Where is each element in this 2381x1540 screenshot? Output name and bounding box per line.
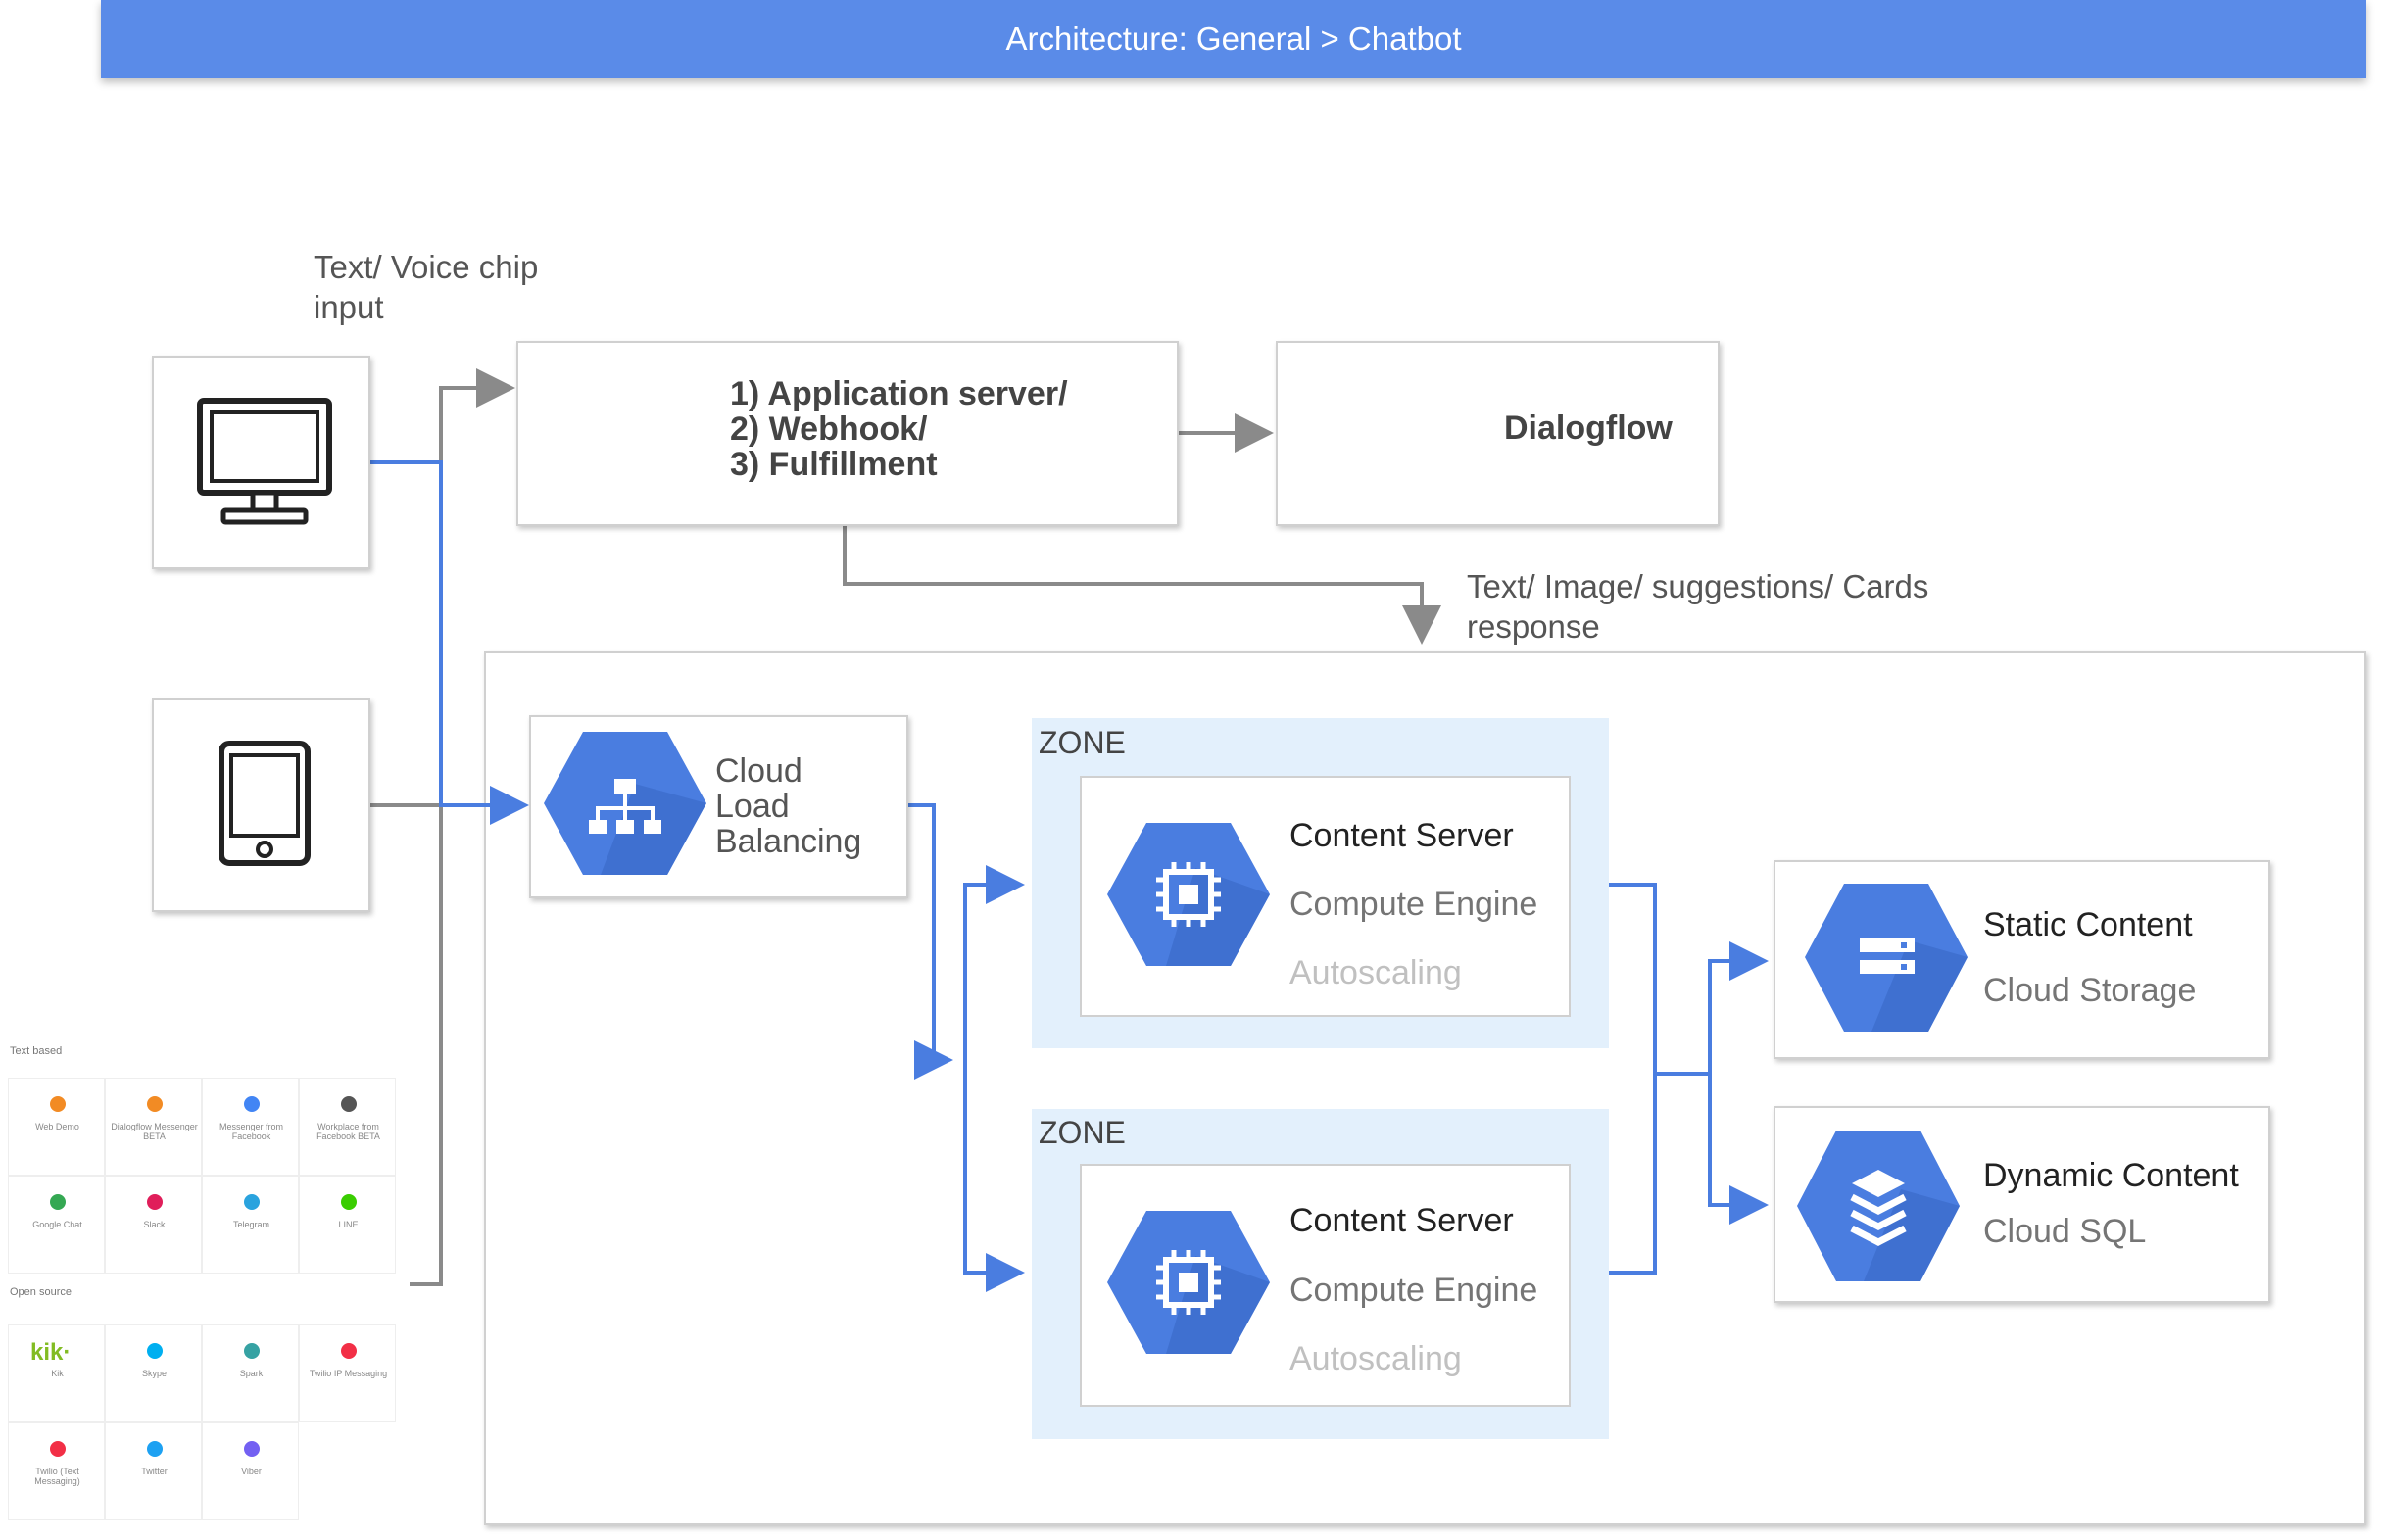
integration-label: Slack	[143, 1220, 166, 1229]
connector-lb-to-junction	[908, 803, 953, 1080]
content-server-1-title: Content Server	[1289, 817, 1514, 854]
integration-icon	[147, 1096, 163, 1112]
input-label-line2: input	[314, 289, 384, 325]
app-server-label: 1) Application server/ 2) Webhook/ 3) Fu…	[730, 376, 1068, 482]
app-server-card	[516, 341, 1179, 526]
dynamic-content-title: Dynamic Content	[1983, 1157, 2239, 1194]
integration-icon	[244, 1096, 260, 1112]
integration-icon	[244, 1441, 260, 1457]
zone-2-label: ZONE	[1039, 1115, 1126, 1150]
integration-tile[interactable]: Workplace from Facebook BETA	[299, 1078, 396, 1176]
integration-label: Twilio IP Messaging	[309, 1369, 388, 1378]
integration-label: Skype	[141, 1369, 167, 1378]
integration-tile[interactable]: Web Demo	[8, 1078, 105, 1176]
connector-integrations-to-trunk	[410, 805, 443, 1286]
integration-icon	[50, 1096, 66, 1112]
integration-icon	[341, 1194, 357, 1210]
cloud-storage-icon	[1805, 884, 1968, 1032]
response-label-line1: Text/ Image/ suggestions/ Cards	[1467, 568, 1929, 604]
integration-icon	[50, 1441, 66, 1457]
connector-to-static	[1708, 941, 1769, 1074]
integration-label: Google Chat	[32, 1220, 82, 1229]
connector-to-dynamic	[1708, 1074, 1769, 1225]
input-label-line1: Text/ Voice chip	[314, 249, 539, 285]
load-balancer-label: Cloud Load Balancing	[715, 753, 861, 859]
integration-tile[interactable]: Twitter	[105, 1422, 202, 1520]
integration-icon	[147, 1441, 163, 1457]
load-balancer-line3: Balancing	[715, 823, 862, 860]
load-balancer-line2: Load	[715, 788, 790, 825]
integration-label: Kik	[51, 1369, 64, 1378]
integration-label: Spark	[239, 1369, 264, 1378]
content-server-1-note: Autoscaling	[1289, 954, 1462, 991]
compute-engine-1-icon	[1107, 823, 1270, 966]
connector-junction-to-zone2	[963, 1060, 1025, 1292]
integration-label: Twilio (Text Messaging)	[34, 1467, 80, 1486]
tablet-icon	[219, 741, 311, 866]
integration-tile[interactable]: Spark	[202, 1324, 299, 1422]
integration-tile[interactable]: Messenger from Facebook	[202, 1078, 299, 1176]
integration-label: Twitter	[141, 1467, 168, 1476]
integration-tile[interactable]: Telegram	[202, 1176, 299, 1274]
content-server-2-note: Autoscaling	[1289, 1340, 1462, 1377]
title-bar: Architecture: General > Chatbot	[101, 0, 2366, 78]
integration-tile[interactable]: Dialogflow Messenger BETA	[105, 1078, 202, 1176]
app-server-line1: 1) Application server/	[730, 375, 1068, 412]
integration-icon	[50, 1194, 66, 1210]
cloud-sql-icon	[1797, 1131, 1960, 1281]
integration-tile[interactable]: Twilio IP Messaging	[299, 1324, 396, 1422]
connector-junction-to-zone1	[963, 865, 1025, 1060]
text-based-header: Text based	[10, 1045, 63, 1057]
integration-icon	[244, 1194, 260, 1210]
integration-label: Workplace from Facebook BETA	[316, 1122, 380, 1141]
compute-engine-2-icon	[1107, 1211, 1270, 1354]
content-server-1-subtitle: Compute Engine	[1289, 886, 1538, 923]
response-label-line2: response	[1467, 608, 1600, 645]
connector-zone1-to-junction	[1571, 883, 1657, 1275]
integration-label: Viber	[241, 1467, 262, 1476]
integration-tile[interactable]: Viber	[202, 1422, 299, 1520]
integration-tile[interactable]: Google Chat	[8, 1176, 105, 1274]
connector-monitor-to-lb	[370, 460, 529, 825]
integration-tile[interactable]: Skype	[105, 1324, 202, 1422]
integration-label: Web Demo	[35, 1122, 79, 1131]
integration-tile[interactable]: Twilio (Text Messaging)	[8, 1422, 105, 1520]
integration-tile[interactable]: LINE	[299, 1176, 396, 1274]
integration-tile[interactable]: Slack	[105, 1176, 202, 1274]
kik-logo: kik·	[30, 1339, 72, 1366]
response-label: Text/ Image/ suggestions/ Cards response	[1467, 566, 1928, 647]
integration-icon	[147, 1194, 163, 1210]
input-label: Text/ Voice chip input	[314, 247, 538, 327]
open-source-header: Open source	[10, 1286, 72, 1298]
load-balancer-line1: Cloud	[715, 752, 802, 790]
dialogflow-card	[1276, 341, 1720, 526]
integration-icon	[341, 1096, 357, 1112]
connector-appserver-response	[843, 526, 1441, 645]
load-balancing-icon	[544, 732, 706, 875]
integration-icon	[341, 1343, 357, 1359]
integration-tile[interactable]: kik· Kik	[8, 1324, 105, 1422]
app-server-line2: 2) Webhook/	[730, 410, 928, 448]
dialogflow-label: Dialogflow	[1504, 409, 1673, 447]
integration-icon	[244, 1343, 260, 1359]
content-server-2-title: Content Server	[1289, 1202, 1514, 1239]
static-content-title: Static Content	[1983, 906, 2193, 943]
content-server-2-subtitle: Compute Engine	[1289, 1272, 1538, 1309]
connector-monitor-to-appserver	[370, 368, 515, 464]
zone-1-label: ZONE	[1039, 725, 1126, 760]
monitor-icon	[197, 398, 332, 525]
app-server-line3: 3) Fulfillment	[730, 446, 938, 483]
integration-label: Messenger from Facebook	[219, 1122, 284, 1141]
integration-label: Telegram	[232, 1220, 269, 1229]
integration-label: Dialogflow Messenger BETA	[111, 1122, 198, 1141]
static-content-subtitle: Cloud Storage	[1983, 972, 2197, 1009]
integration-label: LINE	[338, 1220, 359, 1229]
integration-icon	[147, 1343, 163, 1359]
page-title: Architecture: General > Chatbot	[1005, 21, 1462, 57]
dynamic-content-subtitle: Cloud SQL	[1983, 1213, 2147, 1250]
